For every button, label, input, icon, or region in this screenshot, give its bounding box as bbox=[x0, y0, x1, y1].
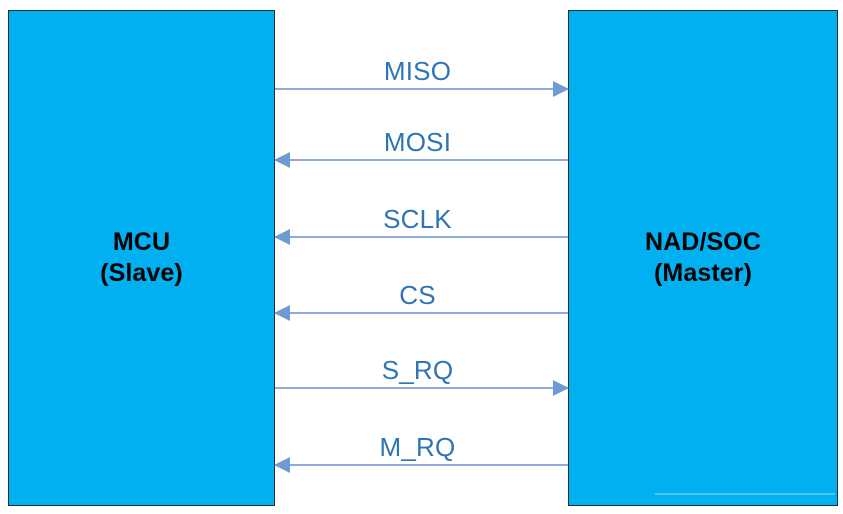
node-mcu-slave[interactable]: MCU (Slave) bbox=[8, 10, 275, 506]
node-mcu-role: (Slave) bbox=[100, 259, 183, 287]
signal-cs-label: CS bbox=[399, 280, 436, 310]
arrow-left-icon bbox=[274, 229, 290, 245]
signal-s-rq-wire bbox=[275, 387, 568, 389]
signal-sclk-wire bbox=[275, 236, 568, 238]
image-artifact-line bbox=[655, 493, 835, 495]
node-nad-role: (Master) bbox=[653, 259, 753, 287]
node-mcu-name: MCU bbox=[112, 227, 171, 256]
signal-miso-wire bbox=[275, 88, 568, 90]
signal-m-rq-label: M_RQ bbox=[379, 432, 456, 462]
arrow-right-icon bbox=[553, 380, 569, 396]
signal-sclk-label: SCLK bbox=[383, 204, 452, 234]
signal-mosi-wire bbox=[275, 159, 568, 161]
signal-miso-label: MISO bbox=[383, 56, 452, 86]
signal-cs-wire bbox=[275, 312, 568, 314]
arrow-left-icon bbox=[274, 305, 290, 321]
signal-s-rq-label: S_RQ bbox=[381, 355, 454, 385]
node-nad-name: NAD/SOC bbox=[645, 227, 761, 256]
node-nad-soc-master[interactable]: NAD/SOC (Master) bbox=[568, 10, 838, 506]
signal-m-rq-wire bbox=[275, 464, 568, 466]
arrow-right-icon bbox=[553, 81, 569, 97]
signal-mosi-label: MOSI bbox=[383, 127, 452, 157]
arrow-left-icon bbox=[274, 457, 290, 473]
arrow-left-icon bbox=[274, 152, 290, 168]
